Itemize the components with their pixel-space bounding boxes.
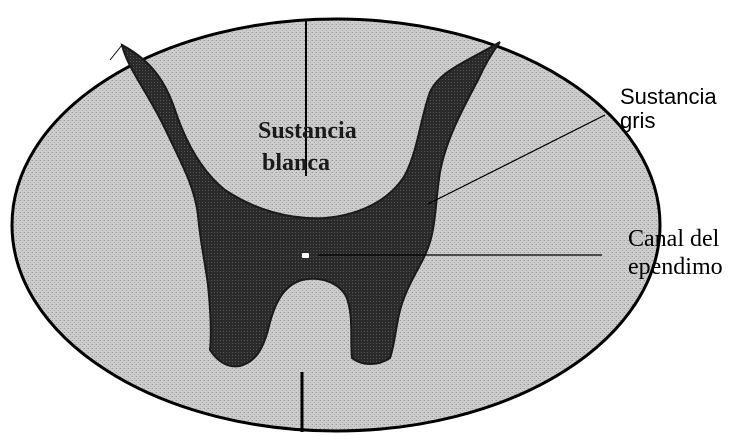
canal-label-line1: Canal del	[628, 226, 720, 252]
gray-matter-label-line1: Sustancia	[620, 84, 717, 109]
white-matter-label-line2: blanca	[262, 150, 330, 176]
white-matter-label-line1: Sustancia	[258, 118, 357, 144]
gray-matter-label-line2: gris	[620, 108, 655, 133]
canal-label-line2: ependimo	[628, 254, 723, 280]
left-dorsal-boundary	[110, 45, 122, 60]
central-canal	[302, 253, 309, 258]
